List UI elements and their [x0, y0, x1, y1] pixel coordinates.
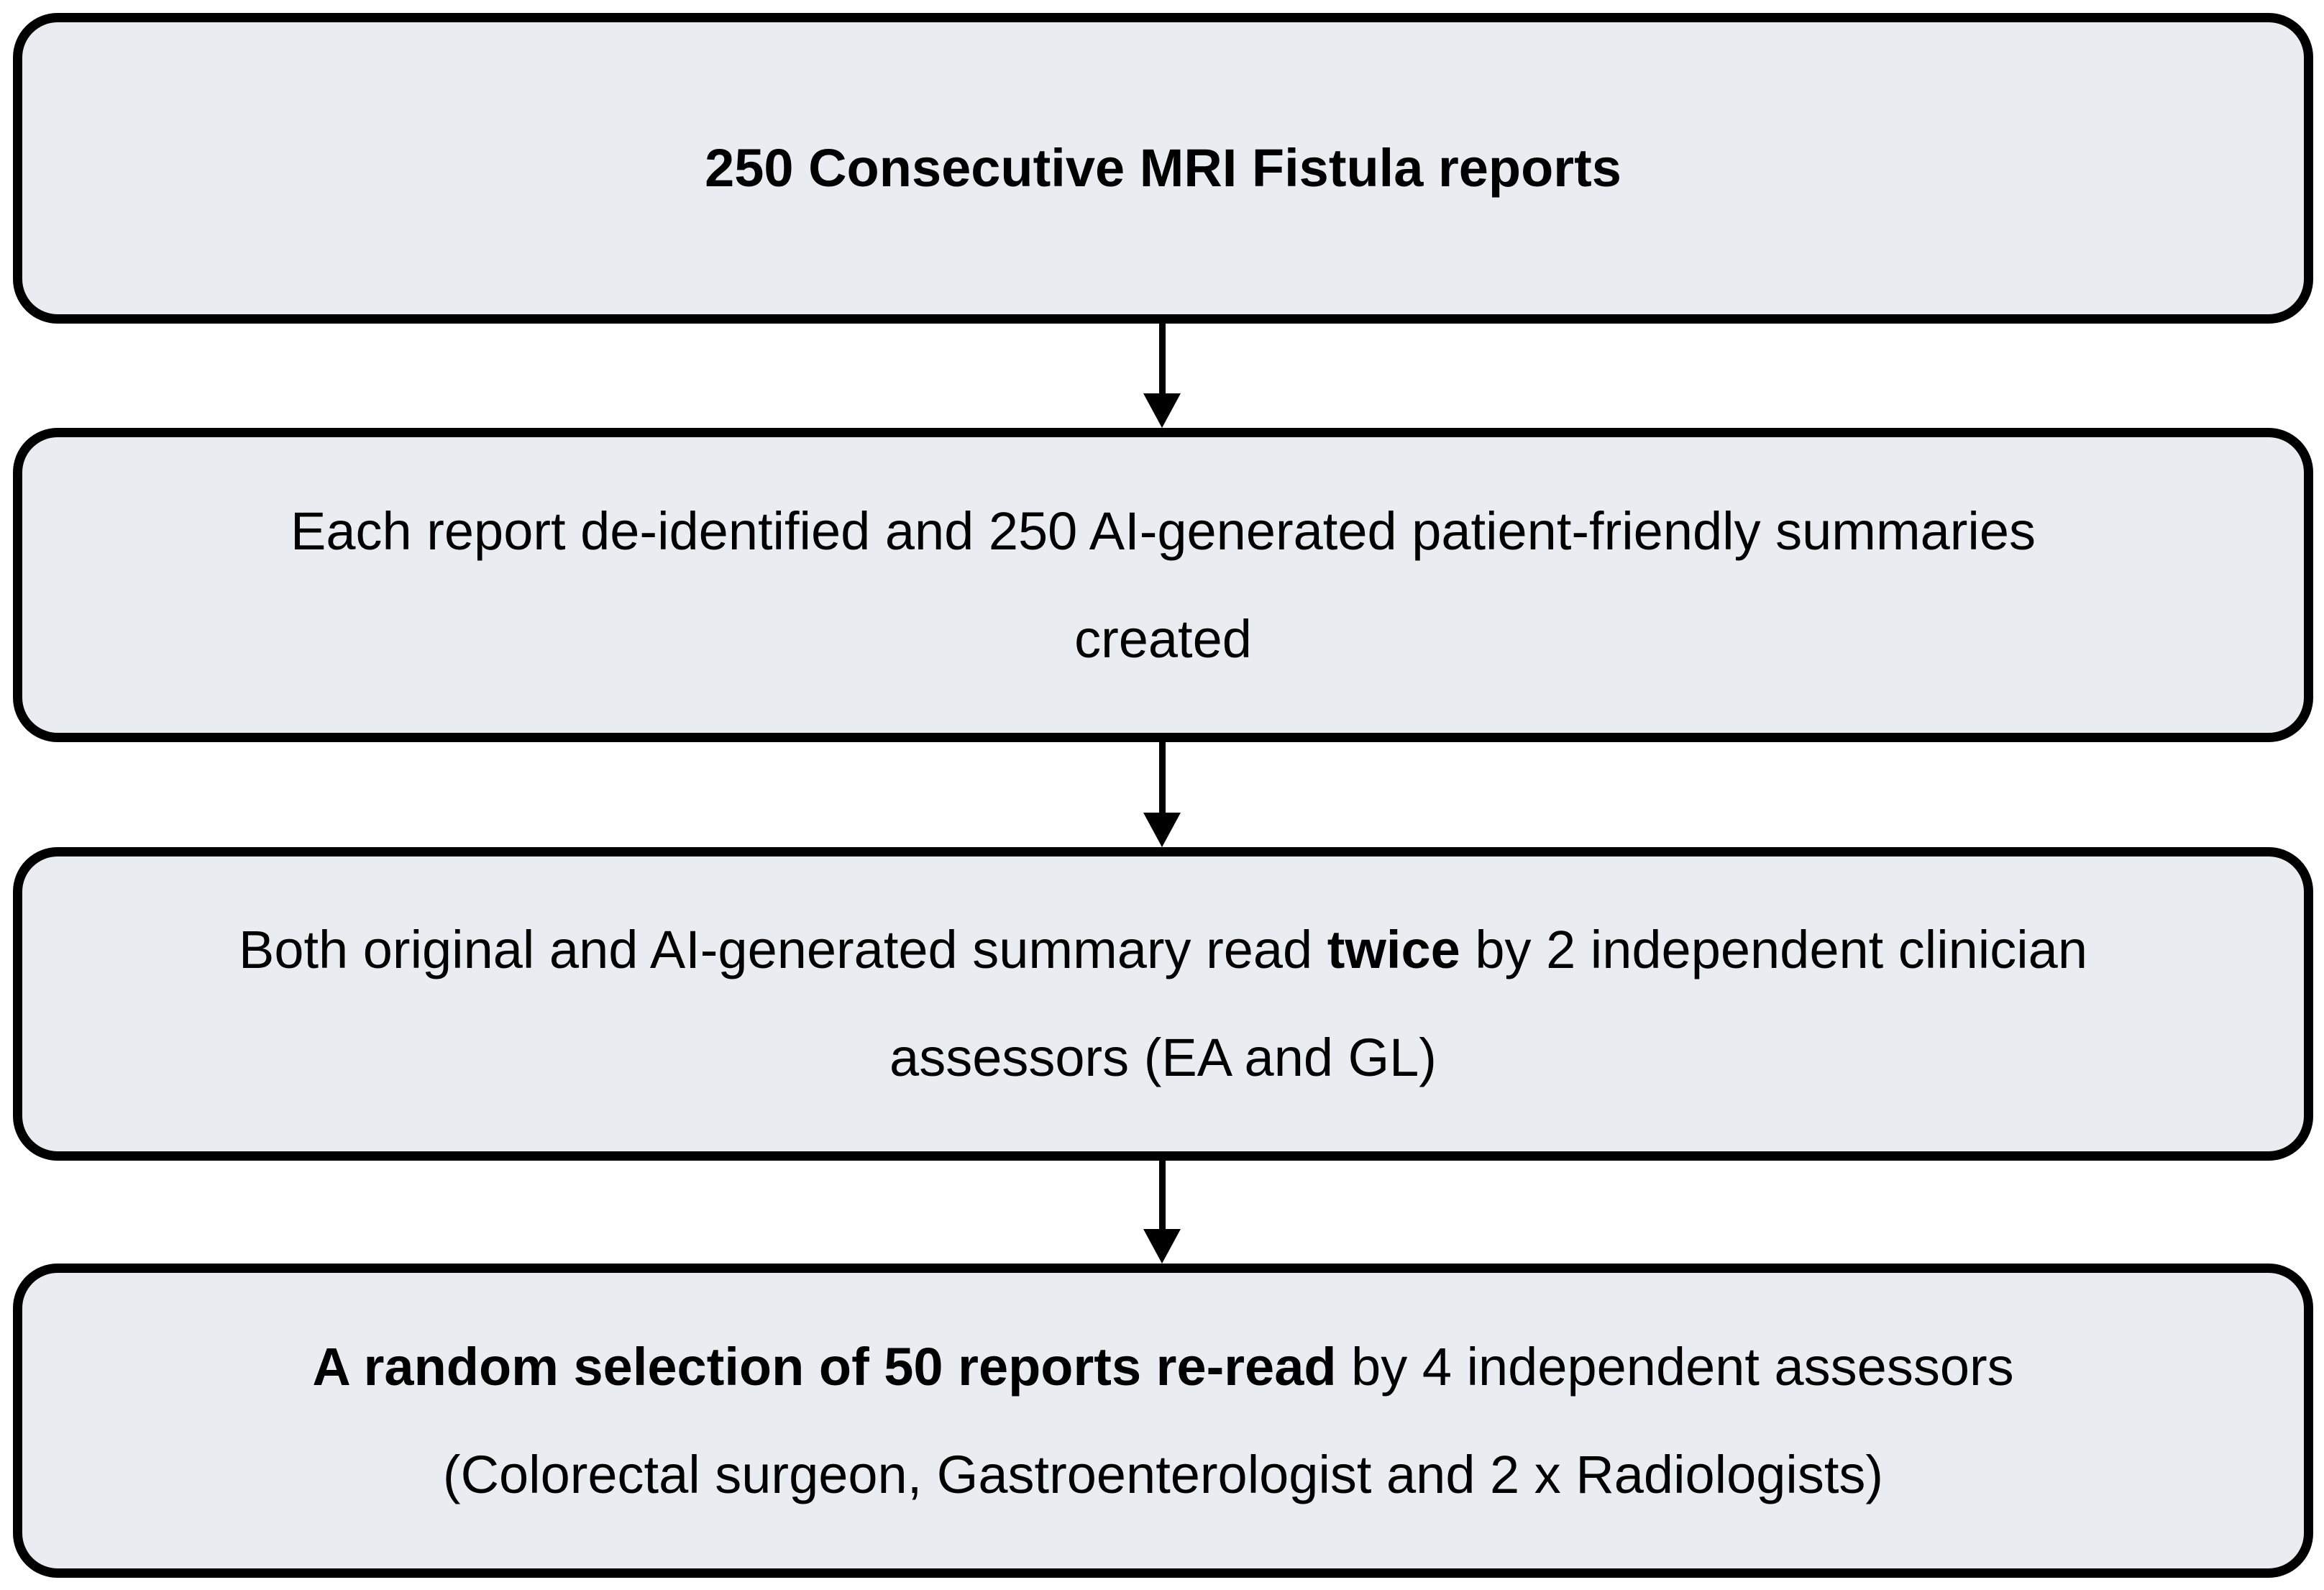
flow-box-3: Both original and AI-generated summary r… [13, 847, 2313, 1161]
flow-box-4: A random selection of 50 reports re-read… [13, 1264, 2313, 1578]
arrowhead-down-icon [1143, 393, 1181, 428]
flow-box-1-text: 250 Consecutive MRI Fistula reports [705, 138, 1621, 198]
flow-box-4-text: A random selection of 50 reports re-read… [312, 1336, 2014, 1504]
arrowhead-down-icon [1143, 1229, 1181, 1264]
down-arrow-1 [1143, 324, 1181, 428]
flow-box-2: Each report de-identified and 250 AI-gen… [13, 428, 2313, 742]
arrow-shaft [1158, 324, 1166, 393]
down-arrow-2 [1143, 742, 1181, 847]
arrowhead-down-icon [1143, 813, 1181, 847]
arrow-shaft [1158, 742, 1166, 813]
arrow-shaft [1158, 1161, 1166, 1229]
flow-box-2-text: Each report de-identified and 250 AI-gen… [290, 501, 2036, 669]
down-arrow-3 [1143, 1161, 1181, 1264]
flow-box-1: 250 Consecutive MRI Fistula reports [13, 13, 2313, 324]
flow-box-3-text: Both original and AI-generated summary r… [238, 920, 2087, 1087]
